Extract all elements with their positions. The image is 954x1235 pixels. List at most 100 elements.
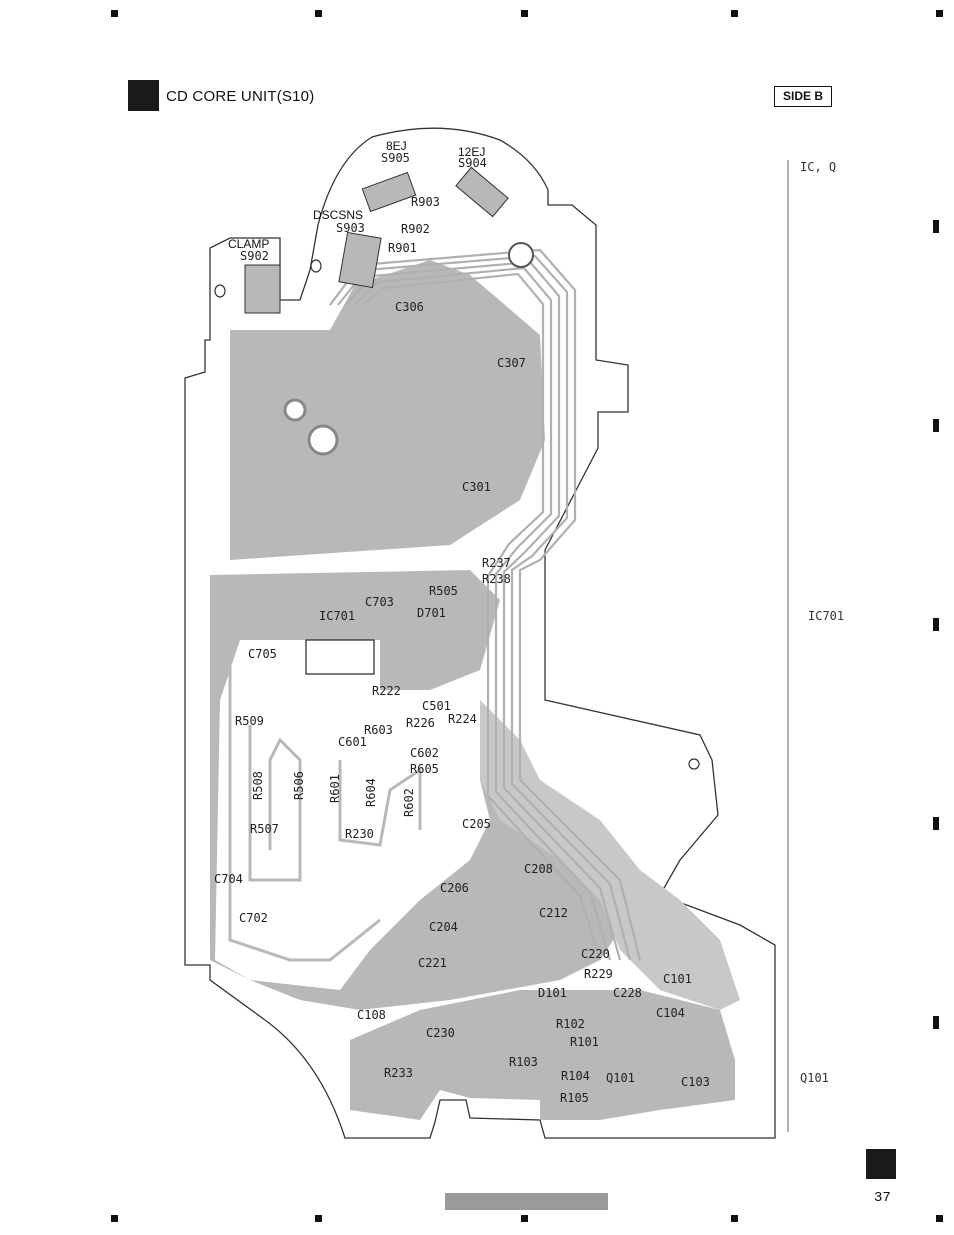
registration-mark: [111, 10, 118, 17]
side-section-label: Q101: [800, 1071, 829, 1085]
switch-ref-label: S904: [458, 156, 487, 170]
component-label: R601: [328, 774, 342, 803]
copper-pour-upper: [230, 260, 545, 560]
registration-mark: [521, 10, 528, 17]
component-label: R105: [560, 1091, 589, 1105]
side-section-label: IC701: [808, 609, 844, 623]
component-label: R101: [570, 1035, 599, 1049]
footer-marker-box: [866, 1149, 896, 1179]
component-label: R233: [384, 1066, 413, 1080]
component-label: C501: [422, 699, 451, 713]
component-label: D101: [538, 986, 567, 1000]
component-label: R230: [345, 827, 374, 841]
component-label: R604: [364, 778, 378, 807]
trace-bus: [329, 248, 642, 961]
registration-mark: [936, 10, 943, 17]
mounting-hole: [508, 242, 534, 268]
margin-tick: [933, 419, 939, 432]
component-label: C230: [426, 1026, 455, 1040]
component-label: C702: [239, 911, 268, 925]
component-label: C704: [214, 872, 243, 886]
component-label: R238: [482, 572, 511, 586]
component-label: R603: [364, 723, 393, 737]
component-label: C602: [410, 746, 439, 760]
component-label: C108: [357, 1008, 386, 1022]
page-title: CD CORE UNIT(S10): [166, 88, 315, 105]
component-label: R505: [429, 584, 458, 598]
ic701-body: [305, 639, 375, 675]
component-label: R229: [584, 967, 613, 981]
component-label: C601: [338, 735, 367, 749]
switch-ref-label: S903: [336, 221, 365, 235]
component-label: R237: [482, 556, 511, 570]
registration-mark: [521, 1215, 528, 1222]
switch-name-label: CLAMP: [228, 237, 269, 251]
side-badge: SIDE B: [774, 86, 832, 107]
registration-mark: [731, 10, 738, 17]
component-label: C205: [462, 817, 491, 831]
switch-name-label: 12EJ: [458, 145, 485, 159]
component-label: R901: [388, 241, 417, 255]
component-label: C221: [418, 956, 447, 970]
registration-mark: [315, 10, 322, 17]
mounting-hole: [307, 424, 339, 456]
component-label: C103: [681, 1075, 710, 1089]
component-label: C228: [613, 986, 642, 1000]
side-section-label: IC, Q: [800, 160, 836, 174]
component-label: D701: [417, 606, 446, 620]
component-label: Q101: [606, 1071, 635, 1085]
header-marker-box: [128, 80, 159, 111]
margin-tick: [933, 817, 939, 830]
component-label: R104: [561, 1069, 590, 1083]
component-label: R222: [372, 684, 401, 698]
copper-pour-middle: [210, 570, 620, 1010]
component-label: R102: [556, 1017, 585, 1031]
registration-mark: [315, 1215, 322, 1222]
component-label: R508: [251, 771, 265, 800]
component-label: C705: [248, 647, 277, 661]
component-label: R506: [292, 771, 306, 800]
margin-tick: [933, 220, 939, 233]
component-label: R507: [250, 822, 279, 836]
margin-tick: [933, 1016, 939, 1029]
switch-footprint: [244, 264, 281, 314]
component-label: R226: [406, 716, 435, 730]
mounting-hole: [214, 284, 226, 298]
component-label: C212: [539, 906, 568, 920]
component-label: C307: [497, 356, 526, 370]
component-label: R509: [235, 714, 264, 728]
switch-name-label: 8EJ: [386, 139, 407, 153]
registration-mark: [936, 1215, 943, 1222]
component-label: C104: [656, 1006, 685, 1020]
component-label: R605: [410, 762, 439, 776]
component-label: C208: [524, 862, 553, 876]
registration-mark: [731, 1215, 738, 1222]
mounting-hole: [283, 398, 307, 422]
component-label: C301: [462, 480, 491, 494]
component-label: C206: [440, 881, 469, 895]
mounting-hole: [688, 758, 700, 770]
component-label: R602: [402, 788, 416, 817]
component-label: R903: [411, 195, 440, 209]
registration-mark: [111, 1215, 118, 1222]
switch-footprint: [455, 166, 509, 218]
component-label: IC701: [319, 609, 355, 623]
component-label: C220: [581, 947, 610, 961]
copper-pour-right: [480, 700, 740, 1010]
switch-name-label: DSCSNS: [313, 208, 363, 222]
copper-pour-lower: [350, 990, 735, 1120]
component-label: C306: [395, 300, 424, 314]
margin-tick: [933, 618, 939, 631]
page-number: 37: [874, 1190, 891, 1206]
switch-ref-label: S902: [240, 249, 269, 263]
component-label: R224: [448, 712, 477, 726]
trace-loops: [228, 590, 422, 962]
component-label: C703: [365, 595, 394, 609]
component-label: C101: [663, 972, 692, 986]
component-label: R902: [401, 222, 430, 236]
component-label: C204: [429, 920, 458, 934]
switch-footprint: [361, 171, 417, 213]
component-label: R103: [509, 1055, 538, 1069]
footer-bar: [445, 1193, 608, 1210]
